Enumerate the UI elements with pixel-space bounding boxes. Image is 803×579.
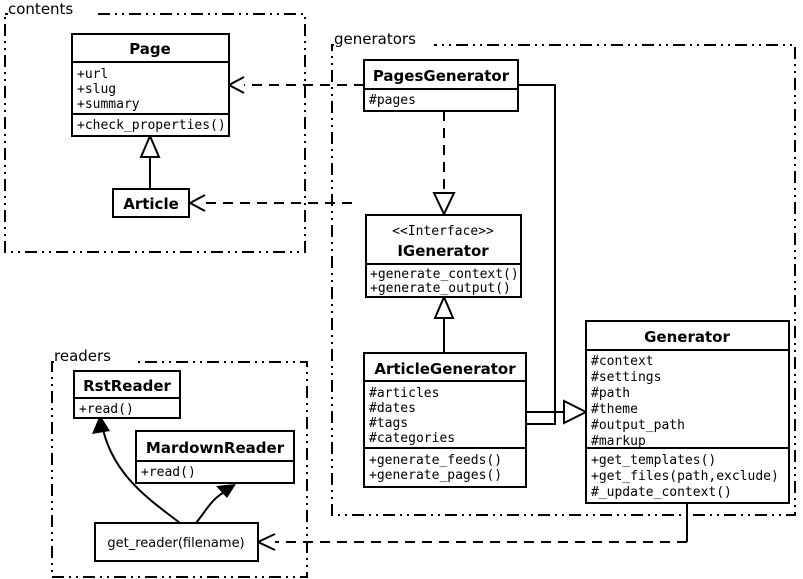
class-rst-reader-name: RstReader <box>83 377 171 395</box>
class-article-generator-attribute: #categories <box>369 431 455 446</box>
edge-getreader-rstreader-curve <box>101 424 181 524</box>
edge-get-reader-creates-mardownreader <box>195 484 236 524</box>
class-article-generator-box[interactable] <box>363 352 527 488</box>
class-page-box[interactable] <box>71 33 230 137</box>
class-article-generator-name: ArticleGenerator <box>374 360 516 378</box>
edge-pagesgenerator-uses-page <box>226 76 364 94</box>
dependency-arrowhead-icon <box>226 76 245 94</box>
package-readers: readers <box>51 347 308 578</box>
class-igenerator-box[interactable] <box>365 214 522 298</box>
class-generator-attribute: #output_path <box>591 418 685 433</box>
function-get-reader-box[interactable] <box>94 522 259 562</box>
class-mardown-reader[interactable]: MardownReader +read() <box>135 430 295 484</box>
edge-getreader-mardownreader-curve <box>195 489 229 524</box>
class-article-generator-attribute: #articles <box>369 386 439 401</box>
class-page-attribute: +summary <box>77 97 140 112</box>
edge-article-inherits-page <box>139 133 161 190</box>
class-page-attribute: +slug <box>77 82 116 97</box>
class-page-attribute: +url <box>77 67 108 82</box>
function-get-reader[interactable]: get_reader(filename) <box>94 522 259 562</box>
package-readers-label: readers <box>54 347 111 365</box>
class-generator-method: +get_files(path,exclude) <box>591 469 779 484</box>
package-generators: generators <box>331 30 796 516</box>
package-generators-label-bg <box>334 30 434 48</box>
class-generator-attribute: #path <box>591 386 630 401</box>
class-mardown-reader-box[interactable] <box>135 430 295 484</box>
edge-pagesgenerator-realizes-igenerator <box>432 111 456 217</box>
edge-pagesgen-generator-path <box>518 84 556 413</box>
class-generator-attribute: #markup <box>591 434 646 449</box>
package-contents-border <box>4 13 306 253</box>
class-article-generator-method: +generate_pages() <box>369 468 502 483</box>
class-rst-reader[interactable]: RstReader +read() <box>73 370 181 419</box>
class-article-generator-attribute: #tags <box>369 416 408 431</box>
class-pages-generator-attribute: #pages <box>369 93 416 108</box>
edge-get-reader-creates-rstreader <box>92 415 181 524</box>
edge-articlegenerator-inherits-igenerator <box>433 294 455 353</box>
class-generator-attribute: #theme <box>591 402 638 417</box>
package-generators-border <box>331 44 796 516</box>
create-arrowhead-icon-2 <box>216 484 236 498</box>
class-article-generator[interactable]: ArticleGenerator #articles #dates #tags … <box>363 352 527 488</box>
class-igenerator-stereotype: <<Interface>> <box>392 224 494 239</box>
class-igenerator-name: IGenerator <box>397 242 489 260</box>
class-generator-attribute: #settings <box>591 370 661 385</box>
package-contents-label: contents <box>8 0 73 18</box>
edge-igenerator-uses-article <box>187 194 352 212</box>
class-generator-attribute: #context <box>591 354 654 369</box>
class-pages-generator-box[interactable] <box>363 59 519 112</box>
class-igenerator[interactable]: <<Interface>> IGenerator +generate_conte… <box>365 214 522 298</box>
edge-generators-inherit-generator <box>518 84 589 425</box>
class-article-box[interactable] <box>112 188 190 218</box>
class-article-generator-attribute: #dates <box>369 401 416 416</box>
class-generator-method: #_update_context() <box>591 485 732 500</box>
class-generator-name: Generator <box>644 328 730 346</box>
class-page-method: +check_properties() <box>77 118 226 133</box>
class-generator[interactable]: Generator #context #settings #path #them… <box>585 320 790 504</box>
generalization-arrowhead-icon-3 <box>563 399 589 425</box>
edge-generator-uses-get-reader <box>255 503 688 551</box>
class-mardown-reader-method: +read() <box>141 465 196 480</box>
class-mardown-reader-name: MardownReader <box>146 439 285 457</box>
function-get-reader-name: get_reader(filename) <box>107 536 244 551</box>
package-readers-border <box>51 361 308 578</box>
class-generator-method: +get_templates() <box>591 453 716 468</box>
package-generators-label: generators <box>334 30 416 48</box>
dependency-arrowhead-icon-2 <box>187 194 206 212</box>
class-article-generator-method: +generate_feeds() <box>369 453 502 468</box>
class-page[interactable]: Page +url +slug +summary +check_properti… <box>71 33 230 137</box>
package-contents: contents <box>4 0 306 253</box>
package-readers-label-bg <box>54 347 134 365</box>
create-arrowhead-icon <box>92 415 110 434</box>
class-pages-generator[interactable]: PagesGenerator #pages <box>363 59 519 112</box>
edge-articlegen-generator-path <box>526 412 556 425</box>
class-pages-generator-name: PagesGenerator <box>373 67 510 85</box>
package-contents-label-bg <box>8 0 98 18</box>
generalization-arrowhead-icon-2 <box>433 294 455 319</box>
class-rst-reader-box[interactable] <box>73 370 181 419</box>
realization-arrowhead-icon <box>432 192 456 217</box>
dependency-arrowhead-icon-3 <box>255 533 276 551</box>
class-article-name: Article <box>123 195 179 213</box>
class-article[interactable]: Article <box>112 188 190 218</box>
class-igenerator-method: +generate_output() <box>370 281 511 296</box>
class-generator-box[interactable] <box>585 320 790 504</box>
class-rst-reader-method: +read() <box>79 402 134 417</box>
generalization-arrowhead-icon <box>139 133 161 158</box>
class-igenerator-method: +generate_context() <box>370 267 519 282</box>
class-page-name: Page <box>129 40 171 58</box>
